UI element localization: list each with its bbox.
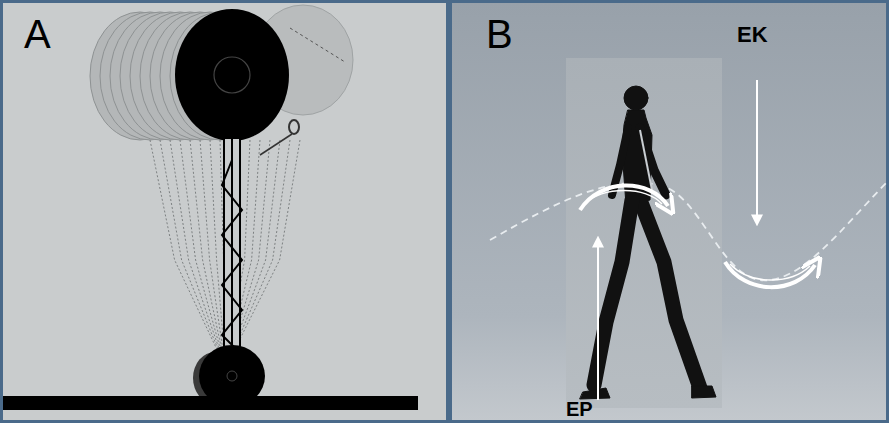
- motion-trace: [160, 140, 222, 360]
- stem-core: [231, 138, 233, 370]
- pivot-ring: [289, 120, 299, 134]
- energy-label: EP: [566, 399, 593, 419]
- figure-backdrop: [566, 58, 722, 408]
- top-disk: [175, 9, 289, 141]
- motion-trace: [190, 140, 224, 360]
- energy-arc-top-inner: [584, 191, 662, 205]
- motion-trace: [170, 140, 223, 360]
- arm-highlight: [640, 130, 652, 190]
- tilted-axis: [290, 28, 345, 62]
- ground-bar: [3, 396, 418, 410]
- spring: [222, 160, 242, 370]
- panel-a: [3, 3, 446, 420]
- tilted-stem: [260, 134, 292, 155]
- up-arrow: [597, 238, 599, 400]
- com-trajectory: [490, 180, 889, 280]
- energy-arc-bottom-inner: [730, 264, 810, 280]
- motion-trace: [200, 140, 224, 360]
- energy-arc-top: [580, 185, 668, 210]
- energy-arc-bottom: [725, 262, 815, 287]
- panel-b: [452, 3, 886, 420]
- down-arrow: [756, 80, 758, 224]
- wheel-hub: [227, 371, 237, 381]
- motion-trace: [180, 140, 223, 360]
- motion-trace: [210, 140, 225, 360]
- panel-letter: B: [486, 14, 513, 54]
- top-disk-hub: [214, 57, 250, 93]
- walking-person: [580, 86, 716, 399]
- energy-label: EK: [737, 24, 768, 46]
- motion-trace: [150, 140, 222, 360]
- panel-letter: A: [24, 14, 51, 54]
